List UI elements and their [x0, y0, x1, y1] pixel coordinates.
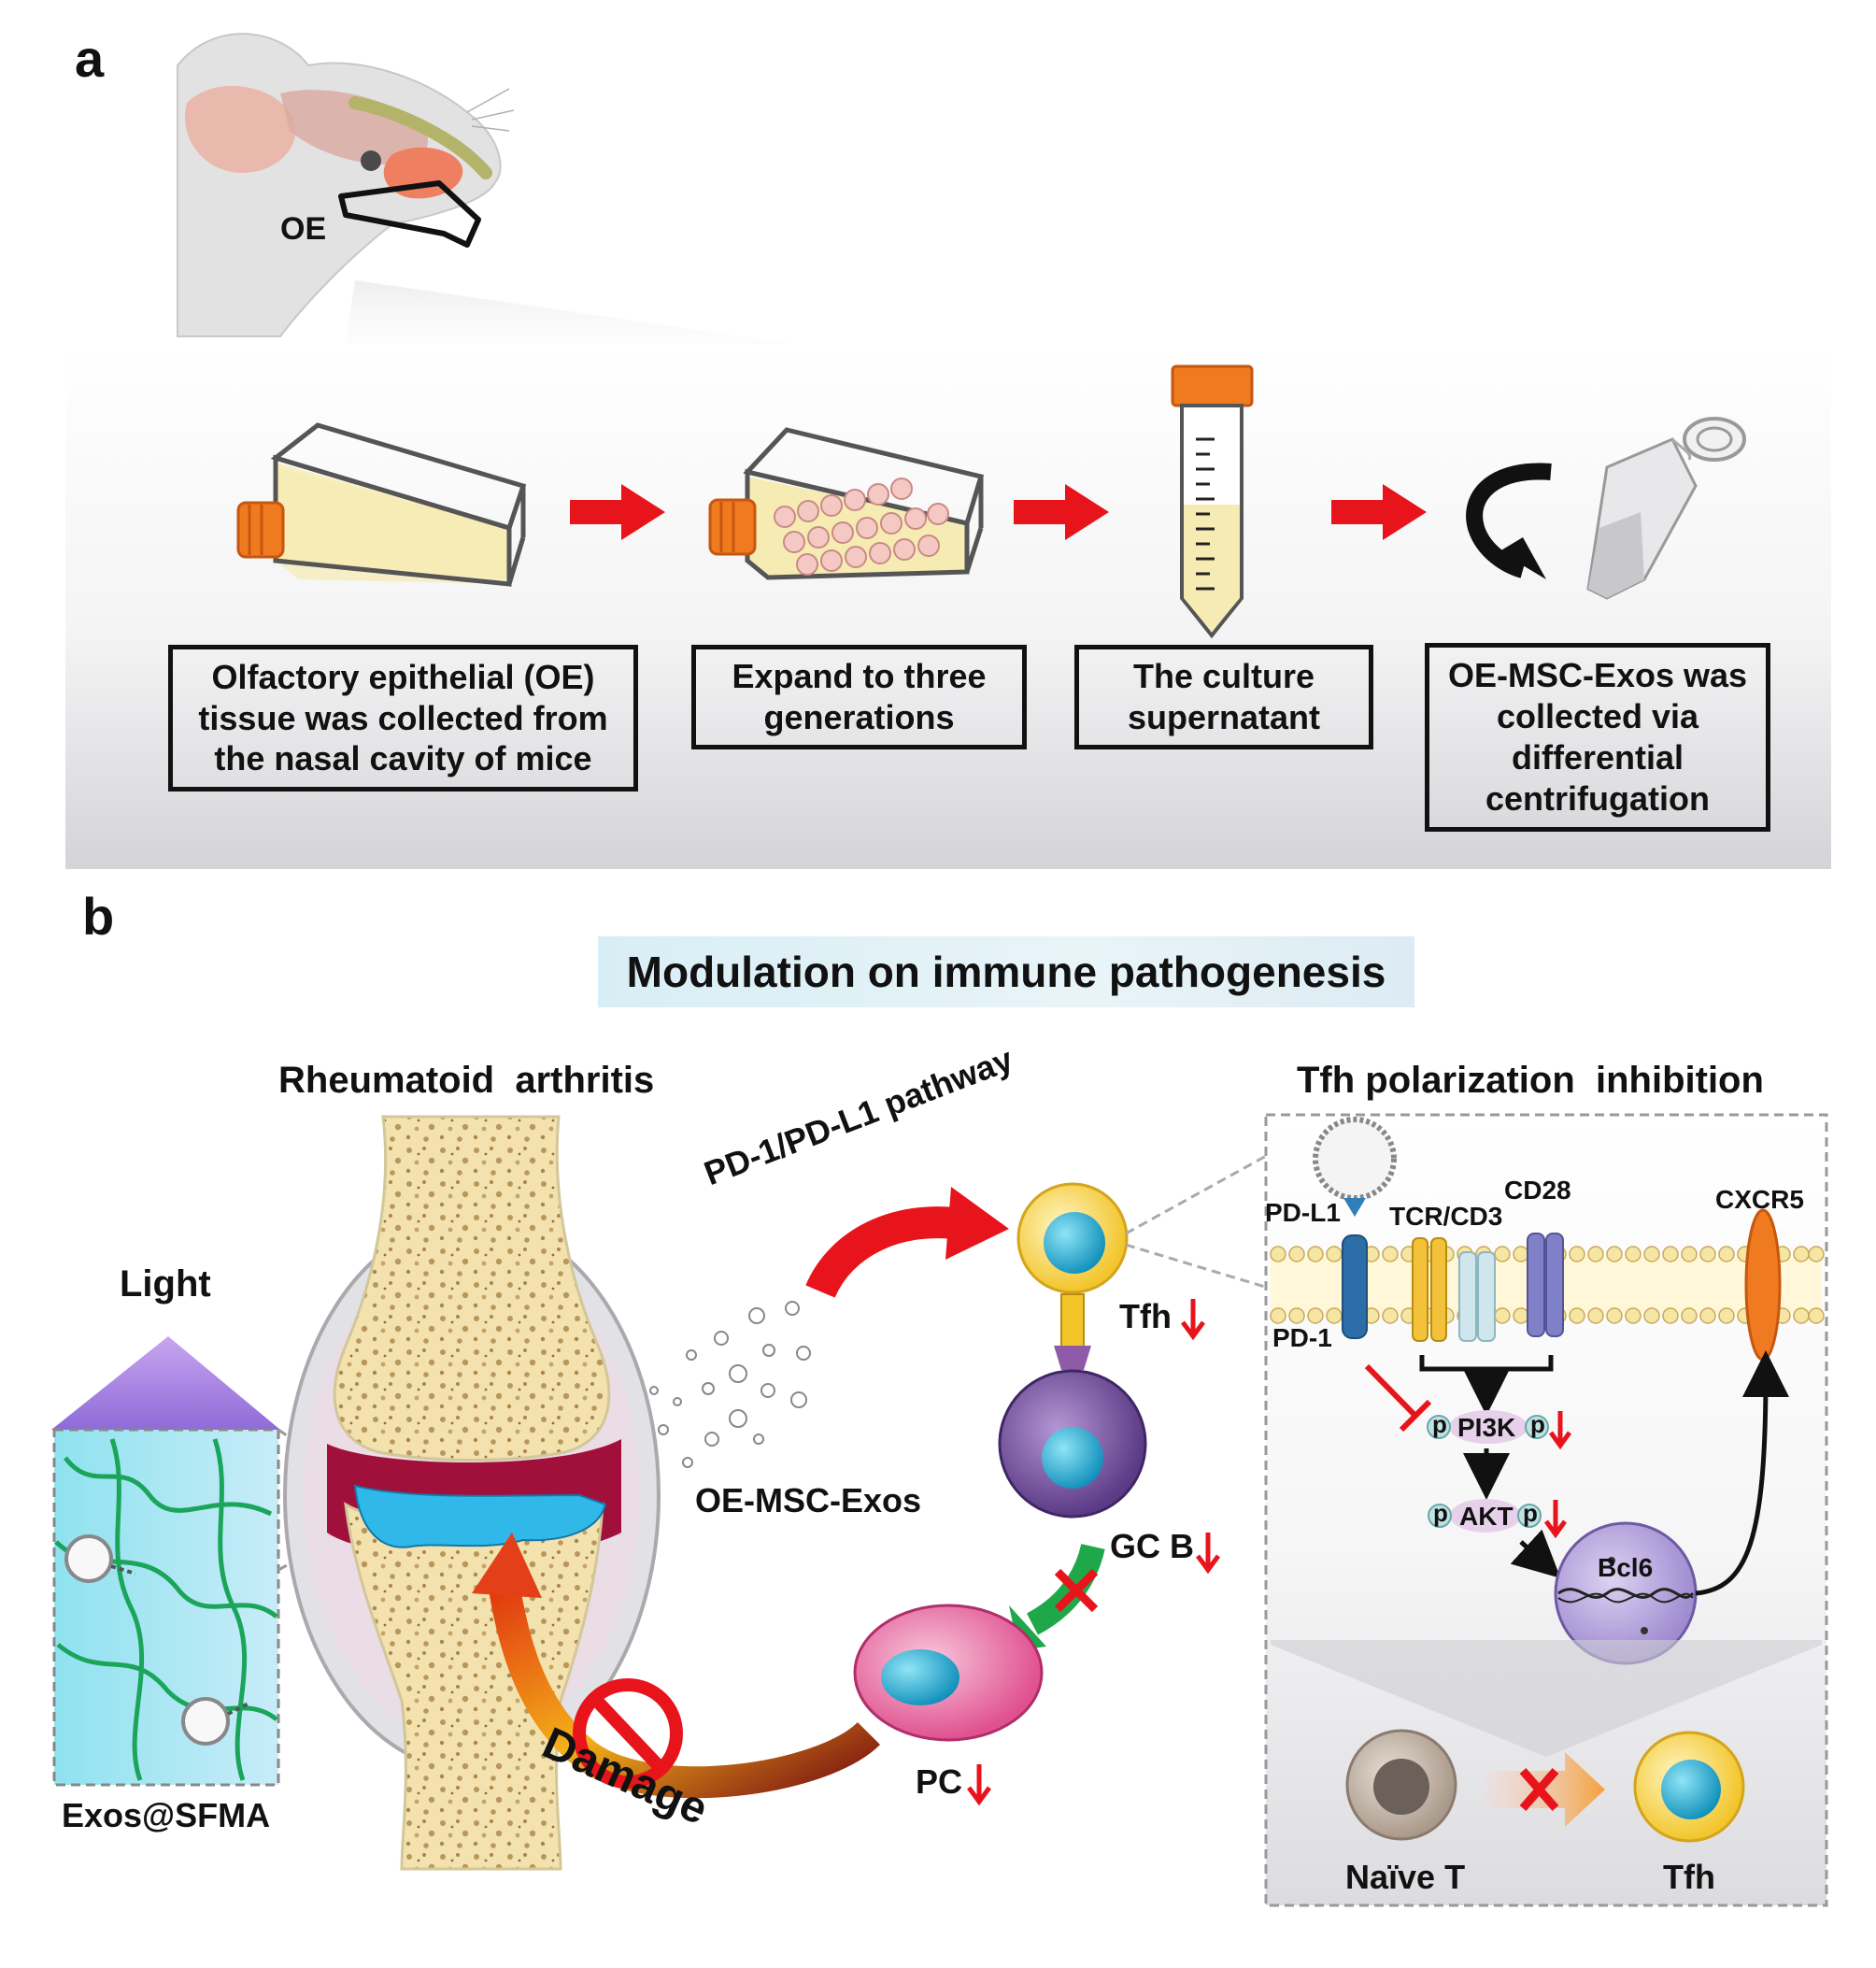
inset-decrease-arrows [1543, 1411, 1572, 1539]
panel-a-letter: a [75, 29, 105, 88]
tcr-label: TCR/CD3 [1389, 1202, 1503, 1231]
step-box-2: Expand to three generations [691, 645, 1027, 749]
pc-label: PC [916, 1762, 963, 1801]
inset-heading: Tfh polarization inhibition [1297, 1060, 1764, 1101]
step-arrow-3 [1331, 484, 1427, 540]
microcentrifuge-tube [1586, 417, 1746, 600]
akt-p-left: p [1433, 1499, 1448, 1527]
exos-label: OE-MSC-Exos [695, 1481, 922, 1519]
exosome-vesicle [1313, 1117, 1397, 1217]
culture-flask-2 [708, 427, 985, 580]
knee-joint [283, 1115, 661, 1871]
pdl1-label: PD-L1 [1265, 1198, 1341, 1227]
exosome-particles [649, 1301, 811, 1468]
cxcr5-receptor [1744, 1208, 1782, 1362]
tfh-label: Tfh [1119, 1297, 1172, 1335]
tcr-cd3-complex [1412, 1237, 1496, 1342]
differentiation-block-icon [1519, 1768, 1559, 1811]
step-arrow-2 [1014, 484, 1109, 540]
step-box-4: OE-MSC-Exos was collected via differenti… [1425, 643, 1770, 832]
cd28-label: CD28 [1504, 1176, 1571, 1205]
oe-label: OE [280, 211, 327, 247]
cxcr5-label: CXCR5 [1715, 1185, 1804, 1214]
naive-t-label: Naïve T [1345, 1858, 1466, 1896]
decrease-arrows [966, 1299, 1221, 1806]
pd1-label: PD-1 [1272, 1323, 1332, 1352]
step-box-1: Olfactory epithelial (OE) tissue was col… [168, 645, 638, 791]
mouse-head-illustration [177, 33, 515, 337]
akt-label: AKT [1459, 1502, 1514, 1531]
culture-flask-1 [236, 422, 527, 587]
pi3k-label: PI3K [1457, 1413, 1516, 1442]
damage-arrow [489, 1586, 881, 1799]
damage-arrow-head [472, 1533, 542, 1598]
plasma-cell [853, 1604, 1044, 1742]
light-label: Light [120, 1263, 211, 1305]
cd28-receptor [1527, 1233, 1564, 1337]
blocked-differentiation-arrow [1485, 1752, 1605, 1827]
inset-tfh-label: Tfh [1663, 1858, 1715, 1896]
spin-arrow-head [1499, 537, 1546, 579]
ra-heading: Rheumatoid arthritis [278, 1060, 655, 1101]
hydrogel-label: Exos@SFMA [62, 1796, 271, 1834]
spin-arrow [1466, 463, 1552, 578]
akt-molecule [1428, 1499, 1542, 1533]
pd-1-receptor [1342, 1234, 1368, 1339]
gc-b-cell [998, 1369, 1147, 1519]
inset-funnel [1271, 1640, 1822, 1757]
step-box-3: The culture supernatant [1074, 645, 1373, 749]
zoom-beam [346, 280, 794, 344]
bcl6-label: Bcl6 [1598, 1553, 1654, 1582]
conical-tube [1171, 364, 1254, 639]
pathway-arrow-head [945, 1187, 1009, 1260]
bcl6-cxcr5-arrow [1695, 1350, 1789, 1596]
pathway-arrow [805, 1206, 965, 1299]
pi3k-molecule [1427, 1410, 1549, 1444]
gcb-label: GC B [1110, 1527, 1194, 1565]
tfh-cell [1016, 1182, 1129, 1294]
pi3k-p-left: p [1432, 1410, 1447, 1438]
prohibition-icon [573, 1678, 683, 1789]
panel-b-letter: b [82, 887, 115, 946]
akt-p-right: p [1523, 1499, 1538, 1527]
naive-t-cell [1345, 1729, 1457, 1841]
block-x-icon [1054, 1568, 1099, 1613]
light-beam [51, 1336, 280, 1430]
step-arrow-1 [570, 484, 665, 540]
panel-b-title: Modulation on immune pathogenesis [598, 936, 1414, 1007]
tfh-gcb-synapse [1060, 1293, 1085, 1353]
panel-a-background [65, 344, 1831, 869]
tfh-cell-inset [1633, 1731, 1745, 1843]
inhibition-line [1364, 1363, 1418, 1419]
pi3k-p-right: p [1530, 1410, 1545, 1438]
hydrogel-exosomes [64, 1534, 251, 1746]
